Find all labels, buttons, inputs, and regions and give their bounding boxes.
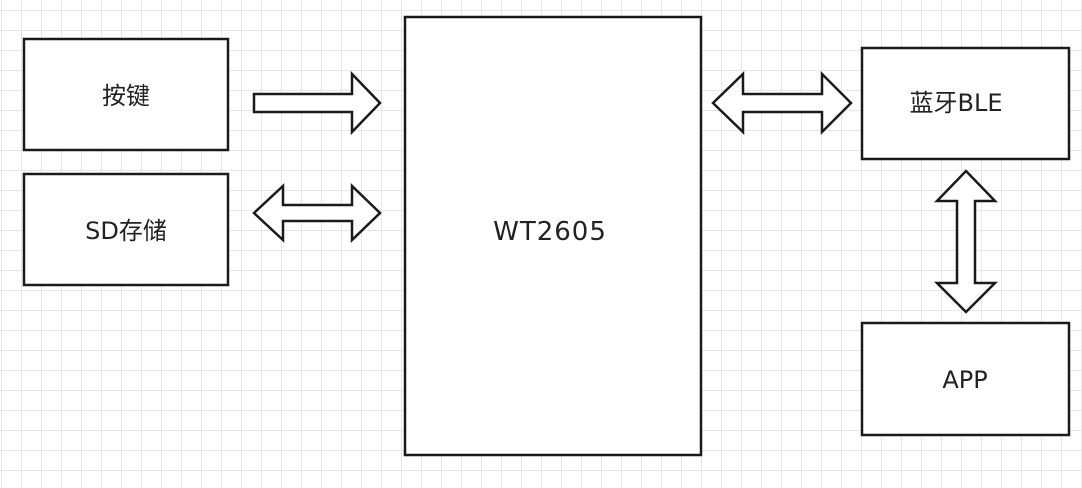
sd-storage-label: SD存储 bbox=[85, 217, 167, 245]
app-node: APP bbox=[860, 321, 1071, 437]
keypad-to-chip-arrow bbox=[252, 70, 382, 136]
main-chip-label: WT2605 bbox=[493, 217, 607, 247]
bluetooth-label: 蓝牙BLE bbox=[910, 89, 1003, 117]
bluetooth-app-double-arrow bbox=[933, 169, 999, 314]
main-chip-box bbox=[403, 15, 703, 457]
keypad-box bbox=[22, 37, 230, 152]
bluetooth-box bbox=[860, 46, 1071, 161]
sd-chip-double-arrow bbox=[252, 183, 382, 243]
sd-storage-box bbox=[22, 172, 230, 287]
app-box bbox=[860, 321, 1071, 437]
main-chip-node: WT2605 bbox=[403, 15, 703, 457]
keypad-label: 按键 bbox=[102, 82, 150, 110]
sd-storage-node: SD存储 bbox=[22, 172, 230, 287]
app-label: APP bbox=[942, 366, 987, 394]
bluetooth-node: 蓝牙BLE bbox=[860, 46, 1071, 161]
keypad-node: 按键 bbox=[22, 37, 230, 152]
chip-bluetooth-double-arrow bbox=[711, 70, 853, 136]
